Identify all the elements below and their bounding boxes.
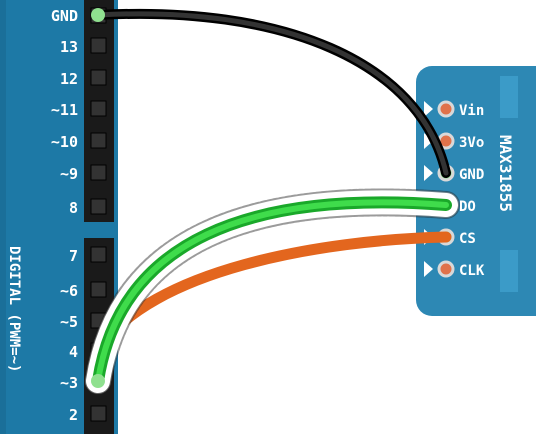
chip-label: MAX31855 — [496, 135, 515, 212]
pin-13: 13 — [60, 37, 107, 56]
pin-label-7: 7 — [69, 247, 78, 265]
breakout-trace — [500, 76, 518, 118]
pin-label-2: 2 — [69, 406, 78, 424]
wire-gnd-highlight — [95, 11, 449, 176]
pin-arrow-icon — [424, 133, 433, 149]
wires — [84, 8, 460, 395]
breakout-pin-label-gnd: GND — [459, 167, 484, 183]
pin-arrow-icon — [424, 261, 433, 277]
breakout-pin-label-clk: CLK — [459, 263, 485, 279]
pin-label-4: 4 — [69, 343, 78, 361]
breakout-pin-label-do: DO — [459, 199, 476, 215]
pin-label-12: 12 — [60, 70, 78, 88]
pin-label-3: ~3 — [60, 374, 78, 392]
breakout-pin-vin: Vin — [424, 100, 484, 119]
breakout-pin-label-3vo: 3Vo — [459, 135, 484, 151]
pin-label-5: ~5 — [60, 313, 78, 331]
pin-label-13: 13 — [60, 38, 78, 56]
pin-11: ~11 — [51, 100, 107, 119]
max31855-breakout: MAX31855 Vin 3Vo GND DO CS — [416, 66, 536, 316]
wire-do-start-pad — [91, 374, 105, 388]
wire-do-highlight — [95, 199, 449, 384]
pin-2: 2 — [69, 405, 107, 424]
pin-arrow-icon — [424, 101, 433, 117]
pin-6: ~6 — [60, 281, 107, 300]
pin-8: 8 — [69, 198, 107, 217]
pin-10: ~10 — [51, 132, 107, 151]
pin-12: 12 — [60, 69, 107, 88]
pin-label-11: ~11 — [51, 101, 78, 119]
breakout-trace-lower — [500, 250, 518, 292]
pin-label-9: ~9 — [60, 165, 78, 183]
pin-label-10: ~10 — [51, 133, 78, 151]
breakout-pin-label-cs: CS — [459, 231, 476, 247]
breakout-pin-label-vin: Vin — [459, 103, 484, 119]
pin-9: ~9 — [60, 164, 107, 183]
breakout-pin-clk: CLK — [424, 260, 485, 279]
breakout-pin-3vo: 3Vo — [424, 132, 484, 151]
pin-arrow-icon — [424, 165, 433, 181]
wire-gnd[interactable] — [93, 8, 451, 178]
pin-label-8: 8 — [69, 199, 78, 217]
pin-label-6: ~6 — [60, 282, 78, 300]
wire-gnd-start-pad — [91, 8, 105, 22]
digital-side-label: DIGITAL (PWM=~) — [6, 246, 22, 372]
pin-label-gnd: GND — [51, 7, 78, 25]
pin-7: 7 — [69, 246, 107, 265]
wire-do-selection-outline — [84, 188, 460, 395]
